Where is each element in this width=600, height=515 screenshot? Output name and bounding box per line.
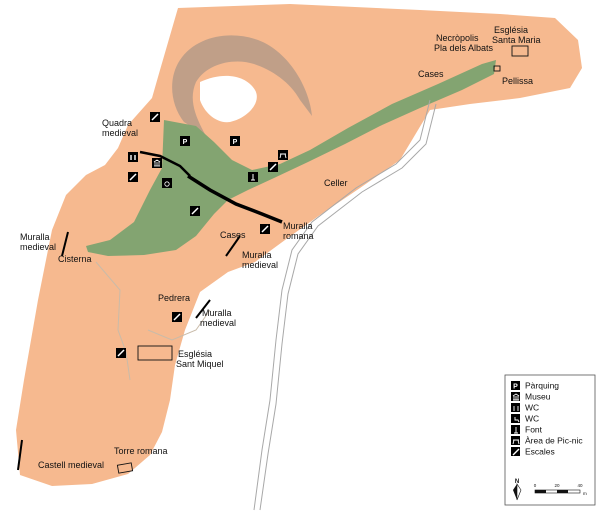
legend-label: Àrea de Pic-nic	[525, 436, 583, 446]
legend-item: Escales	[511, 447, 555, 457]
green-area	[86, 60, 496, 256]
stairs-icon	[116, 348, 126, 358]
picnic-icon	[511, 436, 520, 445]
label-esglesia-sant-miquel: Església Sant Miquel	[176, 349, 224, 369]
river-loop-inner	[200, 75, 257, 123]
svg-text:P: P	[183, 139, 188, 146]
scale-bar: 0 20 40 m	[534, 483, 587, 496]
label-pellissa: Pellissa	[502, 76, 533, 86]
map-symbols: P P	[116, 112, 288, 358]
label-muralla-romana: Muralla romana	[283, 221, 315, 241]
museum-icon	[511, 392, 520, 401]
label-quadra-medieval: Quadra medieval	[102, 118, 138, 138]
parking-icon: P	[511, 381, 520, 391]
riverbed	[172, 35, 312, 137]
north-label: N	[515, 479, 519, 485]
legend-item: WC	[511, 403, 539, 413]
wc-icon	[511, 403, 520, 412]
fountain-icon	[511, 425, 520, 434]
muralla-romana-wall	[187, 174, 283, 224]
scale-tick: 0	[534, 483, 537, 488]
picnic-icon	[278, 150, 288, 160]
legend-label: Escales	[525, 447, 555, 457]
path	[95, 261, 131, 381]
stairs-icon	[128, 172, 138, 182]
label-cases-mid: Cases	[220, 230, 246, 240]
stairs-icon	[150, 112, 160, 122]
legend-item: WC	[511, 414, 539, 424]
building-sant-miquel	[137, 345, 173, 361]
legend-item: Museu	[511, 392, 551, 402]
muralla-medieval-w-wall	[61, 231, 69, 257]
legend-item: Àrea de Pic-nic	[511, 436, 583, 446]
label-castell-medieval: Castell medieval	[38, 460, 104, 470]
label-muralla-medieval-s: Muralla medieval	[200, 308, 236, 328]
stairs-icon	[172, 312, 182, 322]
scale-tick: 20	[554, 483, 560, 488]
quadra-wall	[139, 150, 191, 177]
castell-wall	[17, 439, 23, 471]
museum-icon	[152, 158, 162, 168]
legend-label: Font	[525, 425, 543, 435]
label-muralla-medieval-mid: Muralla medieval	[242, 250, 278, 270]
building-pellissa	[493, 65, 501, 72]
accessible-wc-icon	[511, 414, 520, 423]
label-muralla-medieval-w: Muralla medieval	[20, 232, 56, 252]
legend-item: Font	[511, 425, 543, 435]
parking-icon: P	[230, 136, 240, 146]
building-torre-romana	[116, 462, 134, 474]
legend-item: P Pàrquing	[511, 381, 559, 391]
parking-icon: P	[180, 136, 190, 146]
label-necropolis: Necròpolis Pla dels Albats	[434, 33, 494, 53]
building-santa-maria	[511, 45, 529, 57]
legend-label: Museu	[525, 392, 551, 402]
parking-letter: P	[513, 384, 518, 391]
road	[259, 103, 437, 511]
label-cisterna: Cisterna	[58, 254, 92, 264]
legend-label: WC	[525, 414, 539, 424]
map-labels: Església Santa Maria Necròpolis Pla dels…	[20, 25, 541, 470]
stairs-icon	[268, 162, 278, 172]
legend-label: WC	[525, 403, 539, 413]
scale-unit: m	[583, 491, 587, 496]
stairs-icon	[511, 447, 520, 456]
label-esglesia-santa-maria: Església Santa Maria	[492, 25, 541, 45]
svg-text:P: P	[233, 139, 238, 146]
fountain-icon	[248, 172, 258, 182]
label-cases-ne: Cases	[418, 69, 444, 79]
label-pedrera: Pedrera	[158, 293, 190, 303]
path	[147, 309, 211, 341]
accessible-wc-icon	[162, 178, 172, 188]
label-torre-romana: Torre romana	[114, 446, 168, 456]
muralla-medieval-s-wall	[195, 299, 211, 319]
terrain-area	[16, 4, 582, 486]
stairs-icon	[260, 224, 270, 234]
scale-tick: 40	[577, 483, 583, 488]
stairs-icon	[190, 206, 200, 216]
label-celler: Celler	[324, 178, 348, 188]
north-arrow: N	[513, 479, 522, 501]
muralla-medieval-mid-wall	[225, 235, 241, 257]
wc-icon	[128, 152, 138, 162]
road	[253, 99, 431, 511]
legend-label: Pàrquing	[525, 381, 559, 391]
